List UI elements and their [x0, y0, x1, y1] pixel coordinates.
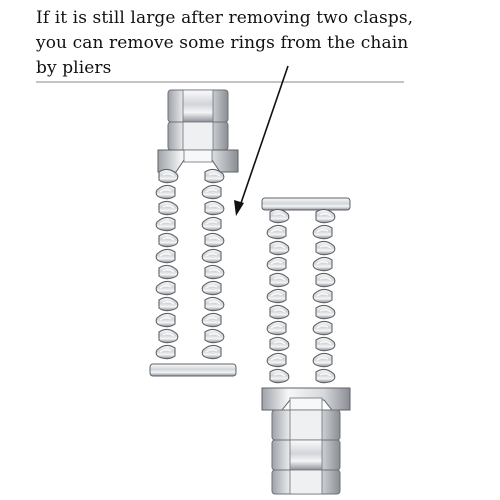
caption-line-3: by pliers: [36, 58, 112, 78]
caption-line-2: you can remove some rings from the chain: [36, 33, 409, 53]
left-band-chain-right: [201, 168, 225, 360]
right-band-connector: [261, 387, 351, 411]
right-band-chain-right: [312, 208, 336, 384]
left-band-solid-links: [167, 89, 229, 151]
instruction-caption: If it is still large after removing two …: [36, 6, 496, 81]
right-band-solid-links: [271, 409, 341, 495]
right-band: [261, 197, 351, 495]
caption-line-1: If it is still large after removing two …: [36, 8, 414, 28]
left-band-end-bar: [149, 363, 237, 377]
left-band-connector: [157, 149, 239, 173]
left-band: [149, 89, 239, 377]
left-band-chain-left: [155, 168, 179, 360]
right-band-end-bar: [261, 197, 351, 211]
right-band-chain-left: [266, 208, 290, 384]
pointer-arrow: [234, 65, 289, 216]
